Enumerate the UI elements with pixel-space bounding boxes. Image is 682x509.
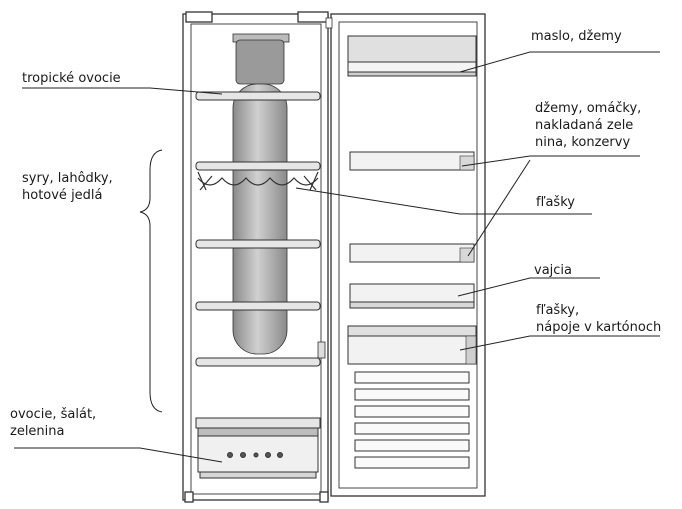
leader-jams-top (461, 155, 640, 167)
label-eggs: vajcia (534, 263, 572, 278)
cabinet-shelves (195, 91, 321, 367)
leader-tropical (22, 87, 223, 95)
label-door-bottles: fľašky (536, 195, 575, 210)
label-tropical-fruit: tropické ovocie (22, 71, 121, 86)
label-cheese-deli: syry, lahôdky, hotové jedlá (22, 171, 113, 203)
leader-veg (14, 447, 223, 463)
shelf-1 (195, 91, 321, 101)
butter-compartment (347, 35, 477, 77)
cabinet (182, 11, 329, 503)
label-jams-sauces: džemy, omáčky, nakladaná zele nina, konz… (535, 101, 642, 150)
egg-tray (349, 283, 475, 303)
shelf-4 (195, 301, 321, 311)
door-bin-1 (349, 151, 475, 171)
bottle-bin (347, 325, 477, 337)
leader-bottles (459, 335, 660, 351)
door-bins (347, 151, 477, 365)
label-butter-jam: maslo, džemy (531, 29, 622, 44)
leader-eggs (457, 277, 600, 297)
door (325, 13, 486, 497)
door-bin-2 (349, 243, 475, 263)
cooling-column (232, 33, 290, 355)
leader-butter (459, 51, 660, 73)
leader-jams-mid (467, 159, 531, 257)
shelf-5 (195, 357, 321, 367)
shelf-3 (195, 239, 321, 249)
crisper-drawer (195, 417, 321, 479)
label-bottles-cartons: fľašky, nápoje v kartónoch (536, 303, 662, 335)
label-fruit-veg: ovocie, šalát, zelenina (10, 407, 97, 439)
door-panels (354, 371, 470, 469)
leader-lines (14, 51, 660, 463)
bracket-cheese (139, 149, 163, 413)
shelf-2 (195, 161, 321, 171)
leader-bottles-door (295, 187, 592, 215)
bottle-rack (197, 171, 319, 191)
